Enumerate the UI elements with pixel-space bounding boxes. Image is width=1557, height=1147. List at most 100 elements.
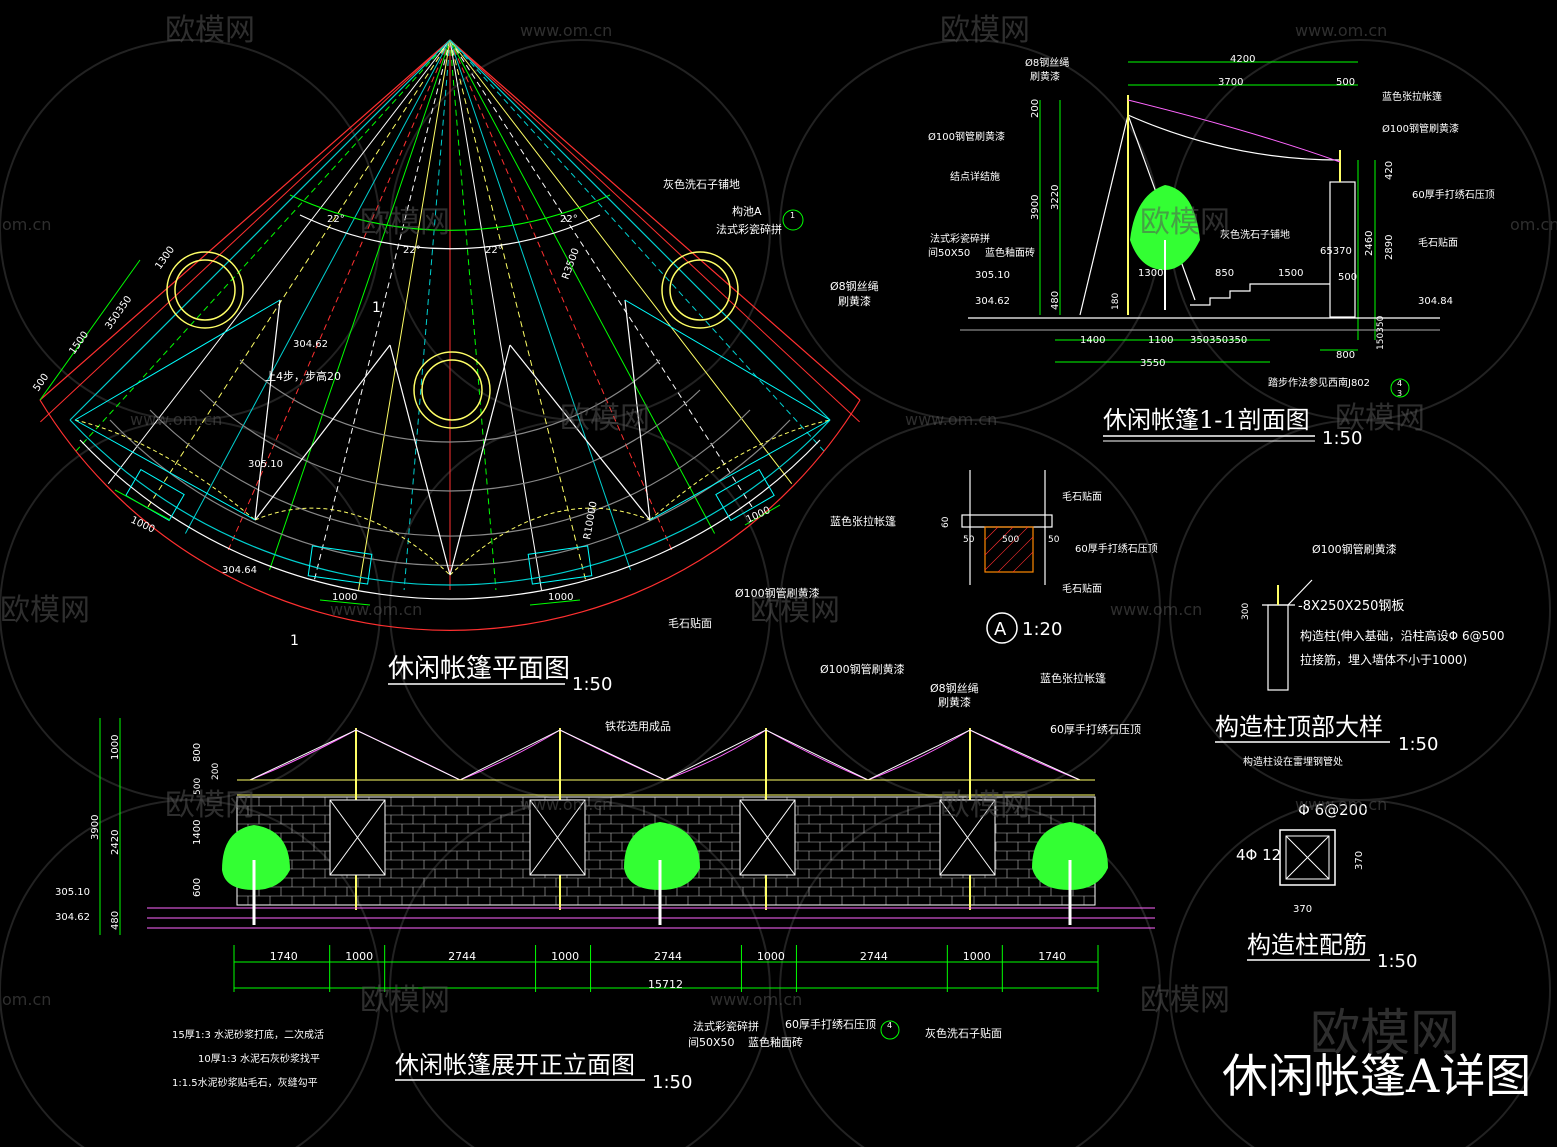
a-title: A xyxy=(994,619,1007,640)
fan-ray xyxy=(449,39,587,584)
fan-ray xyxy=(449,39,631,571)
sec-dim-200: 200 xyxy=(1030,99,1041,118)
el-french: 法式彩瓷碎拼 xyxy=(693,1019,759,1033)
column-rebar-detail: Φ 6@200 4Φ 12 370 370 构造柱配筋 1:50 xyxy=(1236,801,1417,972)
sec-node: 结点详结施 xyxy=(950,170,1000,183)
ct-scale: 1:50 xyxy=(1398,734,1438,755)
fan-ray xyxy=(72,39,451,455)
fan-rays xyxy=(40,39,860,591)
ct-pipe: Ø100钢管刷黄漆 xyxy=(1312,542,1397,556)
fan-ray xyxy=(449,39,716,534)
a-dim-50b: 50 xyxy=(1048,535,1060,545)
sec-dim-65-370: 65370 xyxy=(1320,246,1352,257)
sec-elev-30510: 305.10 xyxy=(975,270,1010,281)
wm-site-6: www.om.cn xyxy=(1110,600,1202,619)
sec-dim-1100: 1100 xyxy=(1148,335,1173,346)
fan-ray xyxy=(449,39,755,511)
boundary-right xyxy=(449,39,861,401)
sec-dim-3220: 3220 xyxy=(1050,185,1061,210)
wm-site-4: www.om.cn xyxy=(905,410,997,429)
angle-22d: 22° xyxy=(560,214,578,225)
el-dim-1000: 1000 xyxy=(110,735,121,760)
elevation-title: 休闲帐篷展开正立面图 xyxy=(395,1051,635,1079)
sec-dim-2460: 2460 xyxy=(1364,231,1375,256)
angle-22a: 22° xyxy=(327,214,345,225)
el-dim-1400: 1400 xyxy=(192,820,203,845)
wm-site-short-2: om.cn xyxy=(1510,215,1557,234)
a-dim-60: 60 xyxy=(941,516,951,528)
sec-callout-num: 4 xyxy=(1397,379,1402,388)
el-dim-seg: 1000 xyxy=(757,950,785,963)
sec-dim-1500: 1500 xyxy=(1278,268,1303,279)
sec-dim-4200: 4200 xyxy=(1230,54,1255,65)
detail-a: 毛石贴面 60厚手打绣石压顶 毛石贴面 60 50 500 50 A 1:20 xyxy=(941,470,1158,644)
main-title: 休闲帐篷A详图 xyxy=(1222,1049,1531,1103)
el-dim-2420: 2420 xyxy=(110,830,121,855)
sec-dim-180: 180 xyxy=(1111,293,1121,310)
wm-site-short-3: om.cn xyxy=(2,990,51,1009)
el-gravel: 灰色洗石子贴面 xyxy=(925,1026,1002,1040)
el-french-size: 间50X50 xyxy=(688,1036,735,1049)
dim-1000d: 1000 xyxy=(745,505,773,526)
section-mark-bottom: 1 xyxy=(290,633,299,649)
fan-ray xyxy=(358,39,451,591)
el-stone-top2: 60厚手打绣石压顶 xyxy=(785,1017,876,1031)
fan-ray xyxy=(269,39,451,571)
el-dim-seg: 1000 xyxy=(551,950,579,963)
sec-dim-480: 480 xyxy=(1050,291,1061,310)
a-dim-50a: 50 xyxy=(963,535,975,545)
el-dim-200: 200 xyxy=(211,763,221,780)
arc-dim-22 xyxy=(289,194,611,231)
callout-num: 1 xyxy=(790,211,795,220)
wm-brand-10: 欧模网 xyxy=(940,788,1030,823)
plan-scale: 1:50 xyxy=(572,674,612,695)
wm-brand-3: 欧模网 xyxy=(360,205,450,240)
plan-title: 休闲帐篷平面图 xyxy=(388,654,570,684)
arc-6 xyxy=(239,359,661,443)
dim-1000b: 1000 xyxy=(332,592,357,603)
arc-4 xyxy=(149,409,751,537)
dim-500: 500 xyxy=(31,372,51,394)
ct-plate: -8X250X250钢板 xyxy=(1298,599,1404,614)
section-title: 休闲帐篷1-1剖面图 xyxy=(1103,406,1310,434)
label-gouchi-a: 构池A xyxy=(732,204,762,218)
wm-brand-2: 欧模网 xyxy=(940,13,1030,48)
wm-brand-9: 欧模网 xyxy=(165,788,255,823)
boundary-right2 xyxy=(449,39,831,421)
sec-dim-3550: 3550 xyxy=(1140,358,1165,369)
fan-ray xyxy=(313,39,451,584)
callout-circle xyxy=(782,209,804,231)
sec-dim-1300: 1300 xyxy=(1138,268,1163,279)
wm-site-short-1: om.cn xyxy=(2,215,51,234)
boundary-left2 xyxy=(69,39,451,421)
sec-dim-65: 65 xyxy=(1320,246,1333,257)
el-dim-seg: 2744 xyxy=(654,950,682,963)
fan-ray xyxy=(226,39,451,554)
watermarks: 欧模网 www.om.cn 欧模网 www.om.cn om.cn 欧模网 欧模… xyxy=(0,13,1557,1062)
label-steel-rope: Ø8钢丝绳 xyxy=(830,279,879,293)
wm-brand-13: 欧模网 xyxy=(1310,1004,1460,1062)
ct-col-note2: 拉接筋，埋入墙体不小于1000) xyxy=(1300,652,1467,667)
el-paint: 刷黄漆 xyxy=(938,695,971,709)
sec-blue-tile: 蓝色釉面砖 xyxy=(985,246,1035,259)
fan-ray xyxy=(449,39,542,591)
fan-ray xyxy=(145,39,451,511)
wm-site-9: www.om.cn xyxy=(710,990,802,1009)
sec-pipe2: Ø100钢管刷黄漆 xyxy=(1382,122,1459,135)
a-rubble: 毛石贴面 xyxy=(1062,490,1102,503)
fan-ray xyxy=(449,39,674,554)
sec-dim-1400: 1400 xyxy=(1080,335,1105,346)
elevation-trees xyxy=(222,822,1108,925)
dim-350350: 350350 xyxy=(103,294,134,332)
el-dim-seg: 1740 xyxy=(1038,950,1066,963)
arc-dim-22b xyxy=(299,214,601,250)
elev-30462: 304.62 xyxy=(293,339,328,350)
wm-brand-4: 欧模网 xyxy=(1140,205,1230,240)
el-note-1: 15厚1:3 水泥砂浆打底，二次成活 xyxy=(172,1028,324,1041)
wm-site-3: www.om.cn xyxy=(130,410,222,429)
el-dim-500: 500 xyxy=(193,778,203,795)
a-scale: 1:20 xyxy=(1022,619,1062,640)
el-pipe: Ø100钢管刷黄漆 xyxy=(820,662,905,676)
paving-arc-1 xyxy=(69,419,831,586)
sec-dim-500b: 500 xyxy=(1338,272,1357,283)
